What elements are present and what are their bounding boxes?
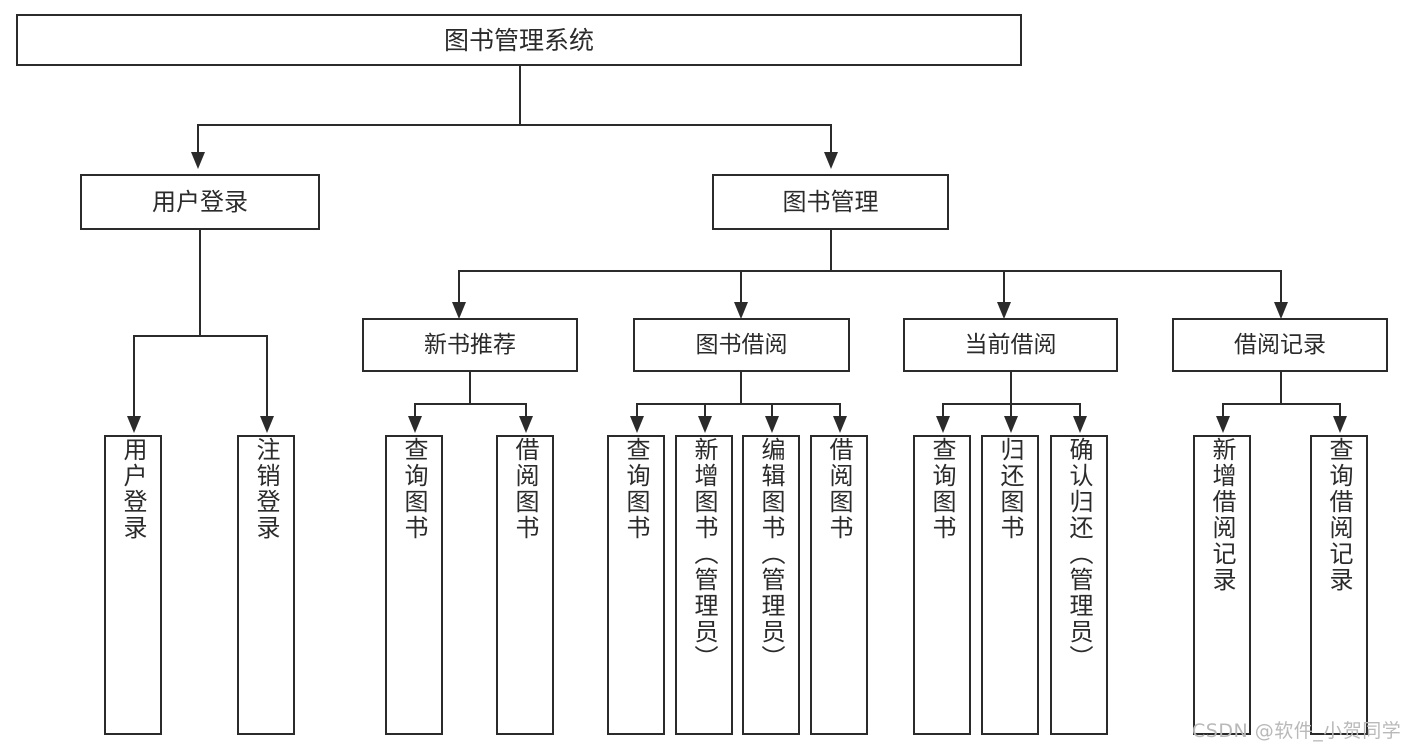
leaf-label: 查询图书 [622, 437, 650, 541]
node-label: 用户登录 [152, 188, 248, 216]
node-label: 图书借阅 [695, 331, 788, 358]
leaf-query-book-recommend[interactable]: 查询图书 [385, 435, 443, 735]
arrowhead-user-login-leaf-1 [127, 416, 141, 433]
node-root-book-management-system[interactable]: 图书管理系统 [16, 14, 1022, 66]
arrowhead-root-to-user-login [191, 152, 205, 169]
node-label: 当前借阅 [964, 331, 1057, 358]
node-current-borrow[interactable]: 当前借阅 [903, 318, 1118, 372]
node-label: 图书管理系统 [443, 25, 594, 55]
connector-borrow-record-bar [1222, 403, 1339, 405]
leaf-label: 新增图书（管理员） [690, 437, 718, 671]
leaf-label: 借阅图书 [511, 437, 539, 541]
connector-root-to-book-management [830, 124, 832, 154]
arrowhead-current-borrow-leaf-2 [1004, 416, 1018, 433]
leaf-return-book[interactable]: 归还图书 [981, 435, 1039, 735]
arrowhead-current-borrow-leaf-3 [1073, 416, 1087, 433]
connector-current-borrow-leaf-2 [1010, 403, 1012, 418]
connector-current-borrow-stem [1010, 372, 1012, 403]
arrowhead-bm-new-book [452, 302, 466, 319]
arrowhead-root-to-book-management [824, 152, 838, 169]
leaf-logout[interactable]: 注销登录 [237, 435, 295, 735]
leaf-label: 新增借阅记录 [1208, 437, 1236, 593]
leaf-label: 查询借阅记录 [1325, 437, 1353, 593]
connector-user-login-bar [133, 335, 266, 337]
connector-root-stem [519, 66, 521, 124]
connector-book-borrow-leaf-2 [704, 403, 706, 418]
leaf-borrow-book-recommend[interactable]: 借阅图书 [496, 435, 554, 735]
arrowhead-borrow-record-leaf-2 [1333, 416, 1347, 433]
node-label: 新书推荐 [424, 331, 516, 358]
arrowhead-new-book-leaf-2 [519, 416, 533, 433]
connector-book-borrow-leaf-1 [636, 403, 638, 418]
connector-book-management-stem [830, 230, 832, 270]
connector-bm-to-book-borrow [740, 270, 742, 304]
connector-bm-to-current-borrow [1003, 270, 1005, 304]
leaf-edit-book-admin[interactable]: 编辑图书（管理员） [742, 435, 800, 735]
leaf-label: 查询图书 [928, 437, 956, 541]
connector-bm-to-borrow-record [1280, 270, 1282, 304]
connector-root-to-user-login [197, 124, 199, 154]
leaf-add-borrow-record[interactable]: 新增借阅记录 [1193, 435, 1251, 735]
arrowhead-bm-current-borrow [997, 302, 1011, 319]
arrowhead-book-borrow-leaf-4 [833, 416, 847, 433]
leaf-query-book-borrow[interactable]: 查询图书 [607, 435, 665, 735]
connector-current-borrow-leaf-3 [1079, 403, 1081, 418]
connector-book-borrow-stem [740, 372, 742, 403]
connector-borrow-record-stem [1280, 372, 1282, 403]
connector-user-login-to-leaf-2 [266, 335, 268, 418]
connector-user-login-to-leaf-1 [133, 335, 135, 418]
leaf-label: 查询图书 [400, 437, 428, 541]
connector-book-management-bar [458, 270, 1280, 272]
leaf-label: 确认归还（管理员） [1065, 437, 1093, 671]
leaf-label: 注销登录 [252, 437, 280, 541]
node-new-book-recommend[interactable]: 新书推荐 [362, 318, 578, 372]
connector-borrow-record-leaf-1 [1222, 403, 1224, 418]
arrowhead-book-borrow-leaf-3 [765, 416, 779, 433]
connector-user-login-stem [199, 230, 201, 335]
leaf-confirm-return-admin[interactable]: 确认归还（管理员） [1050, 435, 1108, 735]
node-borrow-record[interactable]: 借阅记录 [1172, 318, 1388, 372]
csdn-watermark: CSDN @软件_小贺同学 [1192, 720, 1402, 742]
arrowhead-new-book-leaf-1 [408, 416, 422, 433]
node-label: 借阅记录 [1234, 331, 1326, 358]
leaf-label: 归还图书 [996, 437, 1024, 541]
connector-book-borrow-bar [636, 403, 839, 405]
leaf-user-login[interactable]: 用户登录 [104, 435, 162, 735]
connector-current-borrow-leaf-1 [942, 403, 944, 418]
leaf-label: 编辑图书（管理员） [757, 437, 785, 671]
connector-book-borrow-leaf-4 [839, 403, 841, 418]
connector-root-bar [197, 124, 832, 126]
leaf-add-book-admin[interactable]: 新增图书（管理员） [675, 435, 733, 735]
arrowhead-book-borrow-leaf-2 [698, 416, 712, 433]
node-user-login[interactable]: 用户登录 [80, 174, 320, 230]
node-book-borrow[interactable]: 图书借阅 [633, 318, 850, 372]
connector-bm-to-new-book [458, 270, 460, 304]
leaf-query-book-current[interactable]: 查询图书 [913, 435, 971, 735]
node-label: 图书管理 [782, 188, 879, 216]
leaf-query-borrow-record[interactable]: 查询借阅记录 [1310, 435, 1368, 735]
node-book-management[interactable]: 图书管理 [712, 174, 949, 230]
leaf-borrow-book[interactable]: 借阅图书 [810, 435, 868, 735]
arrowhead-borrow-record-leaf-1 [1216, 416, 1230, 433]
connector-borrow-record-leaf-2 [1339, 403, 1341, 418]
leaf-label: 用户登录 [119, 437, 147, 541]
arrowhead-bm-book-borrow [734, 302, 748, 319]
arrowhead-user-login-leaf-2 [260, 416, 274, 433]
connector-new-book-leaf-2 [525, 403, 527, 418]
arrowhead-current-borrow-leaf-1 [936, 416, 950, 433]
connector-new-book-stem [469, 372, 471, 403]
leaf-label: 借阅图书 [825, 437, 853, 541]
connector-new-book-leaf-1 [414, 403, 416, 418]
connector-new-book-bar [414, 403, 525, 405]
arrowhead-bm-borrow-record [1274, 302, 1288, 319]
connector-book-borrow-leaf-3 [771, 403, 773, 418]
arrowhead-book-borrow-leaf-1 [630, 416, 644, 433]
